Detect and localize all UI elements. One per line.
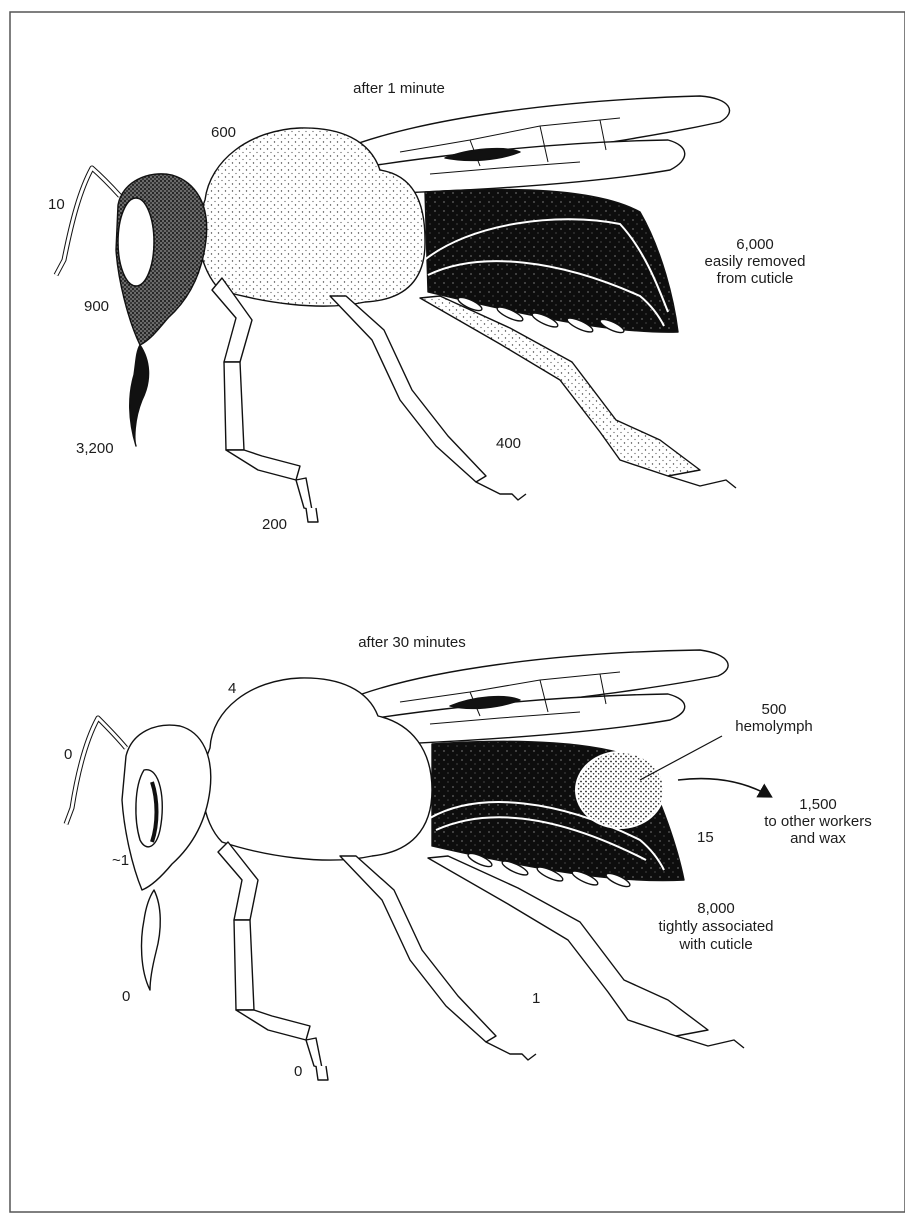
transfer-arrow [678,779,770,796]
panel-2-title: after 30 minutes [358,634,466,651]
hemolymph-label: hemolymph [735,718,813,735]
thorax-value-1: 600 [211,124,236,141]
hemolymph-leader-line [640,736,722,780]
panel-1-title: after 1 minute [353,80,445,97]
head-value-2: ~1 [112,852,129,869]
hind-leg-value-1: 400 [496,435,521,452]
hind-leg-value-2: 1 [532,990,540,1007]
bee-after-1-minute [56,96,736,522]
cuticle-value: 8,000 [697,900,735,917]
tongue-2 [142,890,161,990]
front-leg-value-1: 200 [262,516,287,533]
abdomen-note-1: easily removed [705,253,806,270]
bee-after-30-minutes [66,650,770,1080]
other-workers-line-1: to other workers [764,813,872,830]
tongue-value-2: 0 [122,988,130,1005]
hemolymph-value: 500 [761,701,786,718]
thorax-value-2: 4 [228,680,236,697]
tongue-1 [130,345,149,446]
front-leg-value-2: 0 [294,1063,302,1080]
antenna-2 [66,718,126,824]
antenna-value-1: 10 [48,196,65,213]
tongue-value-1: 3,200 [76,440,114,457]
cuticle-line-2: with cuticle [679,936,752,953]
abdomen-tip-value: 15 [697,829,714,846]
abdomen-note-2: from cuticle [717,270,794,287]
cuticle-line-1: tightly associated [658,918,773,935]
hemolymph-region [576,752,664,828]
other-workers-value: 1,500 [799,796,837,813]
eye-1 [118,198,154,286]
other-workers-line-2: and wax [790,830,846,847]
head-value-1: 900 [84,298,109,315]
abdomen-value-1: 6,000 [736,236,774,253]
antenna-value-2: 0 [64,746,72,763]
